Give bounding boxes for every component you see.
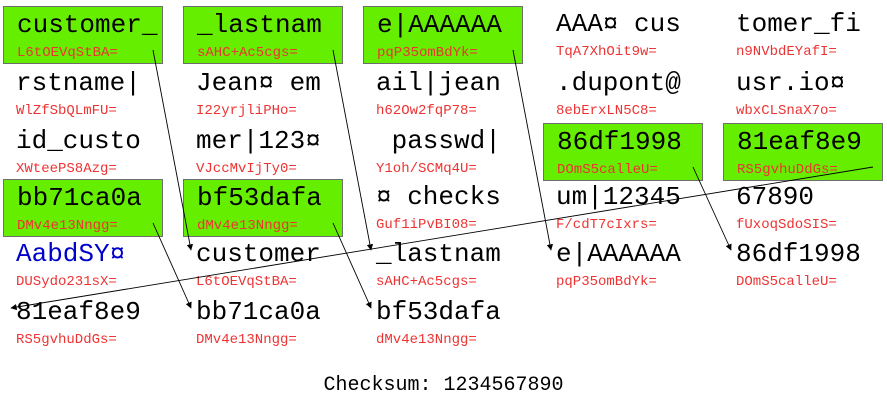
block-text: 67890 — [736, 182, 815, 212]
block-hash: DOmS5calleU= — [736, 274, 837, 290]
block-hash: F/cdT7cIxrs= — [556, 217, 657, 233]
block-hash: fUxoqSdoSIS= — [736, 217, 837, 233]
block-hash: RS5gvhuDdGs= — [16, 332, 117, 348]
block-text: mer|123¤ — [196, 126, 321, 156]
block-text: Jean¤ em — [196, 68, 321, 98]
block-hash: I22yrjliPHo= — [196, 103, 297, 119]
block-hash: XWteePS8Azg= — [16, 161, 117, 177]
block-text: 81eaf8e9 — [737, 127, 862, 157]
block-text: e|AAAAAA — [377, 10, 502, 40]
block-cell: 67890 fUxoqSdoSIS= — [723, 179, 883, 237]
block-text: _lastnam — [197, 10, 322, 40]
block-cell: tomer_fi n9NVbdEYafI= — [723, 6, 883, 64]
block-hash: RS5gvhuDdGs= — [737, 162, 838, 178]
block-hash: pqP35omBdYk= — [377, 45, 478, 61]
block-text: AabdSY¤ — [16, 239, 126, 269]
block-hash: L6tOEVqStBA= — [17, 45, 118, 61]
block-cell: ail|jean h62Ow2fqP78= — [363, 65, 523, 123]
block-text: rstname| — [16, 68, 141, 98]
block-text: .dupont@ — [556, 68, 681, 98]
block-hash: L6tOEVqStBA= — [196, 274, 297, 290]
block-text: 81eaf8e9 — [16, 297, 141, 327]
block-hash: wbxCLSnaX7o= — [736, 103, 837, 119]
block-text: e|AAAAAA — [556, 239, 681, 269]
block-text: AAA¤ cus — [556, 9, 681, 39]
block-cell: .dupont@ 8ebErxLN5C8= — [543, 65, 703, 123]
block-cell: bf53dafa dMv4e13Nngg= — [183, 179, 343, 237]
block-hash: TqA7XhOit9w= — [556, 44, 657, 60]
block-cell: AabdSY¤ DUSydo231sX= — [3, 236, 163, 294]
block-text: passwd| — [376, 126, 501, 156]
block-cell: _lastnam sAHC+Ac5cgs= — [363, 236, 523, 294]
block-text: bb71ca0a — [196, 297, 321, 327]
block-text: tomer_fi — [736, 9, 861, 39]
block-hash: pqP35omBdYk= — [556, 274, 657, 290]
block-hash: 8ebErxLN5C8= — [556, 103, 657, 119]
block-cell: mer|123¤ VJccMvIjTy0= — [183, 123, 343, 181]
block-hash: Y1oh/SCMq4U= — [376, 161, 477, 177]
block-text: um|12345 — [556, 182, 681, 212]
block-cell: passwd| Y1oh/SCMq4U= — [363, 123, 523, 181]
block-hash: sAHC+Ac5cgs= — [197, 45, 298, 61]
block-text: 86df1998 — [557, 127, 682, 157]
block-cell: rstname| WlZfSbQLmFU= — [3, 65, 163, 123]
block-text: bf53dafa — [376, 297, 501, 327]
block-text: ¤ checks — [376, 182, 501, 212]
block-text: usr.io¤ — [736, 68, 846, 98]
block-text: ail|jean — [376, 68, 501, 98]
block-hash: DMv4e13Nngg= — [196, 332, 297, 348]
block-hash: DMv4e13Nngg= — [17, 218, 118, 234]
block-cell: e|AAAAAA pqP35omBdYk= — [363, 6, 523, 64]
block-hash: n9NVbdEYafI= — [736, 44, 837, 60]
block-text: bf53dafa — [197, 183, 322, 213]
block-text: customer_ — [17, 10, 158, 40]
block-hash: dMv4e13Nngg= — [376, 332, 477, 348]
block-text: bb71ca0a — [17, 183, 142, 213]
block-cell: bf53dafa dMv4e13Nngg= — [363, 294, 523, 352]
block-cell: Jean¤ em I22yrjliPHo= — [183, 65, 343, 123]
block-cell: usr.io¤ wbxCLSnaX7o= — [723, 65, 883, 123]
block-hash: Guf1iPvBI08= — [376, 217, 477, 233]
block-hash: DOmS5calleU= — [557, 162, 658, 178]
block-cell: e|AAAAAA pqP35omBdYk= — [543, 236, 703, 294]
block-text: 86df1998 — [736, 239, 861, 269]
block-hash: dMv4e13Nngg= — [197, 218, 298, 234]
block-hash: DUSydo231sX= — [16, 274, 117, 290]
block-cell: _lastnam sAHC+Ac5cgs= — [183, 6, 343, 64]
block-text: customer — [196, 239, 321, 269]
block-hash: WlZfSbQLmFU= — [16, 103, 117, 119]
block-hash: VJccMvIjTy0= — [196, 161, 297, 177]
block-cell: customer_ L6tOEVqStBA= — [3, 6, 163, 64]
block-text: id_custo — [16, 126, 141, 156]
block-hash: sAHC+Ac5cgs= — [376, 274, 477, 290]
block-hash: h62Ow2fqP78= — [376, 103, 477, 119]
checksum-label: Checksum: 1234567890 — [323, 374, 564, 397]
block-text: _lastnam — [376, 239, 501, 269]
